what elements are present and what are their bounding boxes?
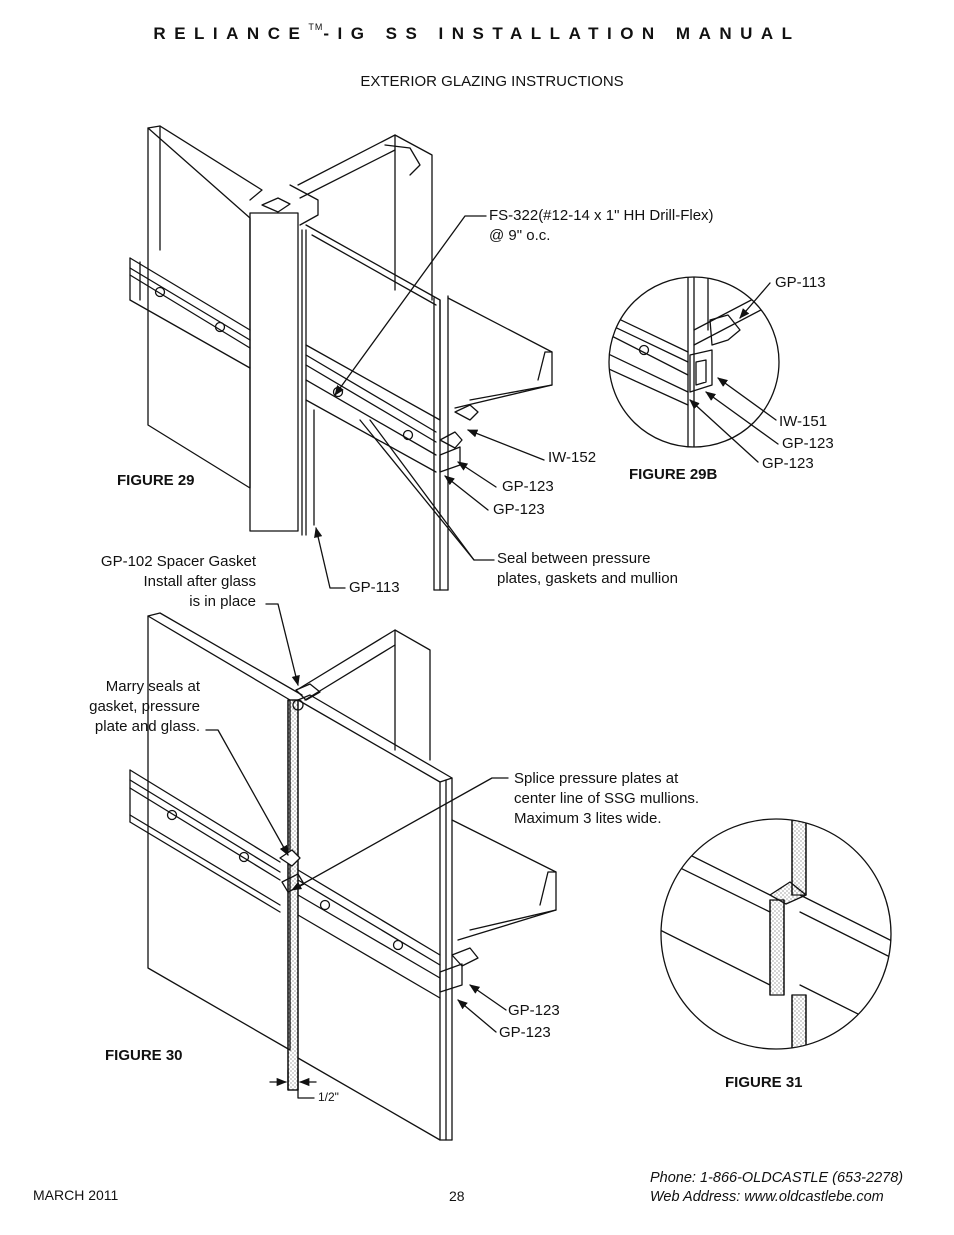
manual-title: RELIANCETM-IG SS INSTALLATION MANUAL [153, 22, 801, 43]
figure-29-drawing [129, 125, 553, 591]
figure-30-drawing [129, 612, 557, 1141]
figure-30-leaders [205, 603, 509, 1033]
fig29b-iw151-callout: IW-151 [779, 413, 828, 430]
figure-30-caption: FIGURE 30 [105, 1047, 183, 1064]
figure-31-drawing [660, 818, 892, 1050]
section-subtitle: EXTERIOR GLAZING INSTRUCTIONS [360, 73, 624, 90]
figure-29b-caption: FIGURE 29B [629, 466, 718, 483]
fig29b-gp123-callout-b: GP-123 [762, 455, 814, 472]
figure-29-leaders [314, 215, 545, 589]
figure-31-caption: FIGURE 31 [725, 1074, 803, 1091]
fastener-callout: FS-322(#12-14 x 1" HH Drill-Flex) @ 9" o… [489, 207, 714, 244]
splice-callout: Splice pressure plates at center line of… [514, 770, 700, 827]
spacer-gasket-callout: GP-102 Spacer Gasket Install after glass… [100, 553, 256, 610]
fig29b-gp123-callout-a: GP-123 [782, 435, 834, 452]
gp123-callout-b: GP-123 [493, 501, 545, 518]
fig29b-gp113-callout: GP-113 [775, 274, 826, 291]
footer-phone: Phone: 1-866-OLDCASTLE (653-2278) [650, 1170, 904, 1186]
seal-callout: Seal between pressure plates, gaskets an… [497, 550, 678, 587]
trademark-mark: TM [308, 22, 324, 32]
figure-29b-drawing [608, 276, 780, 463]
marry-seals-callout: Marry seals at gasket, pressure plate an… [89, 678, 200, 735]
dimension-label: 1/2" [318, 1090, 339, 1104]
fig30-gp123-callout-a: GP-123 [508, 1002, 560, 1019]
fig30-gp123-callout-b: GP-123 [499, 1024, 551, 1041]
footer-date: MARCH 2011 [33, 1187, 119, 1203]
gp123-callout-a: GP-123 [502, 478, 554, 495]
page-number: 28 [449, 1188, 465, 1204]
gp113-callout: GP-113 [349, 579, 400, 596]
iw152-callout: IW-152 [548, 449, 597, 466]
figure-29-caption: FIGURE 29 [117, 472, 195, 489]
footer-contact: Phone: 1-866-OLDCASTLE (653-2278) Web Ad… [650, 1169, 903, 1207]
footer-web: Web Address: www.oldcastlebe.com [650, 1189, 884, 1205]
